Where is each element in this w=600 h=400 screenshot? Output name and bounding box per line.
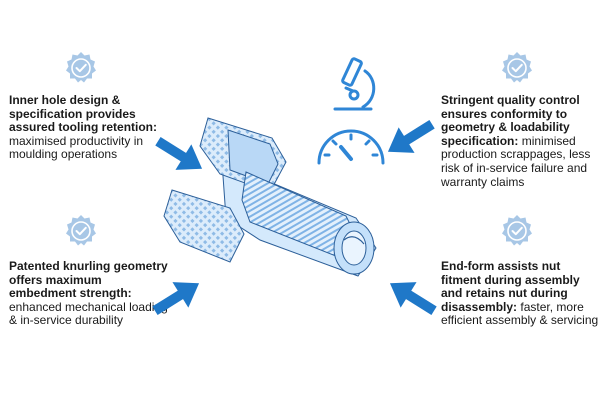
gauge-icon: [317, 129, 385, 165]
insert-body: [163, 117, 377, 277]
feature-heading: Inner hole design & specification provid…: [9, 93, 158, 135]
feature-body: faster, more efficient assembly & servic…: [441, 299, 599, 328]
feature-top-left: Inner hole design & specification provid…: [9, 93, 179, 162]
feature-body: minimised production scrappages, less ri…: [441, 133, 591, 189]
verified-badge-icon: [66, 52, 96, 83]
feature-bottom-right: End-form assists nut fitment during asse…: [441, 259, 599, 328]
quality-control-icon: [317, 57, 385, 165]
verified-badge-icon: [66, 215, 96, 246]
verified-badge-icon: [502, 52, 532, 83]
feature-body: enhanced mechanical loading & in-service…: [9, 299, 168, 328]
arrow-icon: [387, 119, 435, 153]
arrow-icon: [155, 136, 203, 170]
feature-body: maximised productivity in moulding opera…: [9, 133, 144, 162]
feature-heading: End-form assists nut fitment during asse…: [441, 259, 580, 314]
feature-heading: Patented knurling geometry offers maximu…: [9, 259, 168, 301]
microscope-icon: [333, 57, 376, 111]
feature-top-right: Stringent quality control ensures confor…: [441, 93, 599, 189]
verified-badge-icon: [502, 215, 532, 246]
arrow-icon: [152, 282, 200, 316]
threaded-insert-part: [163, 117, 377, 277]
arrow-icon: [389, 282, 437, 316]
feature-bottom-left: Patented knurling geometry offers maximu…: [9, 259, 169, 328]
feature-heading: Stringent quality control ensures confor…: [441, 93, 580, 148]
